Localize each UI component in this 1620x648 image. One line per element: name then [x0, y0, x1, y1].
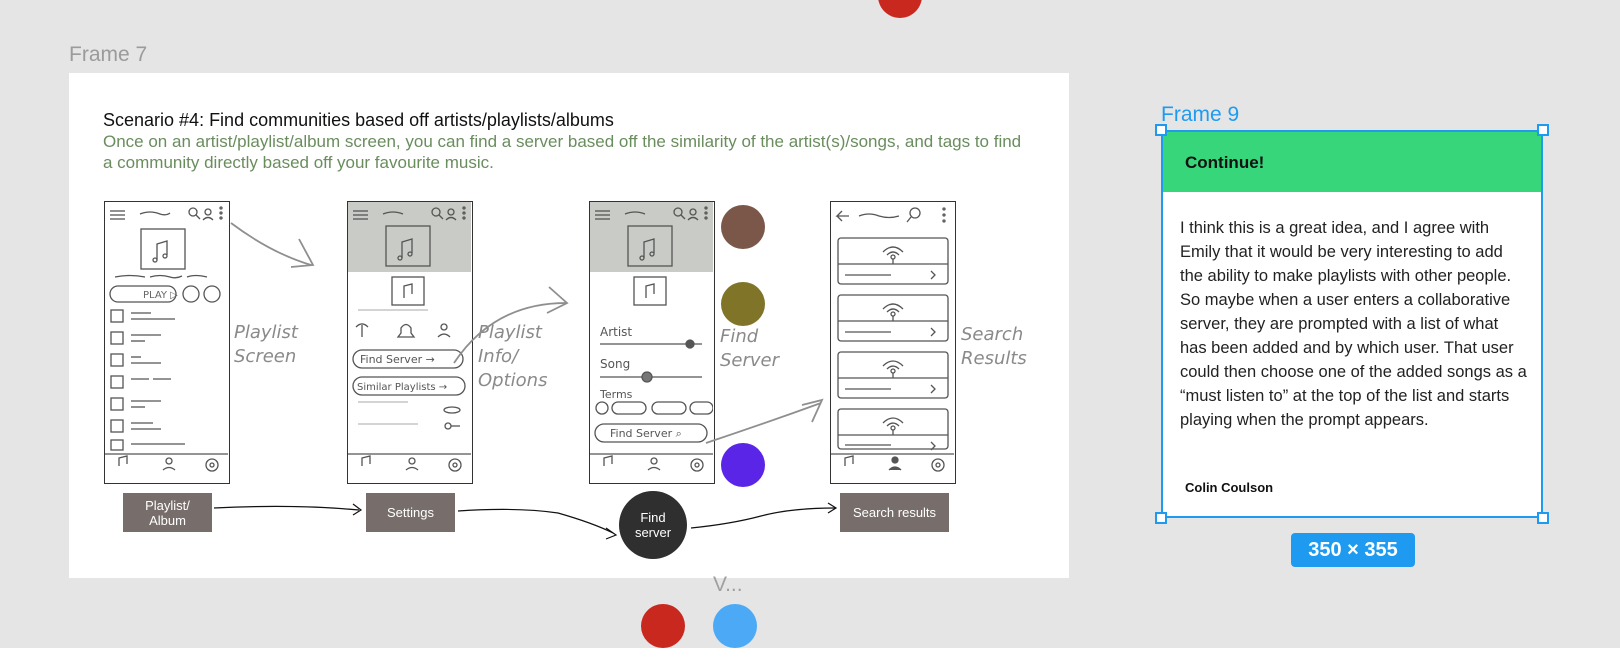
- sketch-label-playlist-screen: Playlist Screen: [234, 322, 298, 367]
- frame-9-label[interactable]: Frame 9: [1161, 103, 1240, 126]
- collaborator-cursor-red-top: [878, 0, 922, 18]
- collaborator-cursor-blue: [713, 604, 757, 648]
- collaborator-avatar-purple[interactable]: [721, 443, 765, 487]
- sketch-phone-playlist: PLAY ▷: [104, 201, 230, 484]
- frame-7-label[interactable]: Frame 7: [69, 43, 148, 66]
- find-server-sketch: Artist Song Terms Find Server ⌕: [590, 202, 714, 472]
- flow-circle-line2: server: [634, 525, 672, 540]
- sketch-phone-playlist-info: Find Server → Similar Playlists →: [347, 201, 473, 484]
- collapsed-frame-label[interactable]: V...: [713, 573, 743, 596]
- play-button-sketch: PLAY ▷: [143, 290, 178, 301]
- resize-handle-top-right[interactable]: [1537, 124, 1549, 136]
- collaborator-cursor-red: [641, 604, 685, 648]
- song-slider-label-sketch: Song: [600, 357, 630, 371]
- flow-box-playlist-album-line1: Playlist/: [145, 497, 190, 513]
- playlist-screen-sketch: PLAY ▷: [105, 206, 228, 472]
- find-server-button-sketch: Find Server →: [360, 353, 435, 366]
- collaborator-avatar-brown[interactable]: [721, 205, 765, 249]
- sketch-phone-find-server: Artist Song Terms Find Server ⌕: [589, 201, 715, 484]
- find-server-button-sketch-2: Find Server ⌕: [610, 427, 682, 440]
- flow-circle-line1: Find: [640, 510, 666, 525]
- terms-label-sketch: Terms: [599, 388, 633, 401]
- similar-playlists-button-sketch: Similar Playlists →: [357, 382, 447, 393]
- sketch-label-playlist-info: Playlist Info/ Options: [478, 322, 548, 391]
- search-results-sketch: [831, 207, 954, 472]
- sketch-arrows: [230, 222, 824, 444]
- flow-box-settings[interactable]: Settings: [366, 493, 455, 532]
- frame-9-comment-card[interactable]: Continue! I think this is a great idea, …: [1161, 130, 1543, 518]
- flow-box-playlist-album-line2: Album: [149, 512, 186, 528]
- flow-connectors: [213, 502, 838, 540]
- scenario-description: Once on an artist/playlist/album screen,…: [103, 132, 1022, 172]
- comment-header-title: Continue!: [1185, 153, 1265, 172]
- frame-7[interactable]: Scenario #4: Find communities based off …: [69, 73, 1069, 578]
- sketch-label-find-server: Find Server: [720, 326, 780, 371]
- comment-author: Colin Coulson: [1185, 480, 1274, 495]
- flow-box-search-results[interactable]: Search results: [840, 493, 949, 532]
- resize-handle-top-left[interactable]: [1155, 124, 1167, 136]
- resize-handle-bottom-right[interactable]: [1537, 512, 1549, 524]
- sketch-phone-search-results: [830, 201, 956, 484]
- playlist-info-sketch: Find Server → Similar Playlists →: [348, 202, 471, 472]
- collaborator-avatar-olive[interactable]: [721, 282, 765, 326]
- scenario-title: Scenario #4: Find communities based off …: [103, 110, 614, 130]
- flow-box-playlist-album[interactable]: Playlist/Album: [123, 493, 212, 532]
- comment-header: Continue!: [1163, 132, 1541, 192]
- resize-handle-bottom-left[interactable]: [1155, 512, 1167, 524]
- comment-body: I think this is a great idea, and I agre…: [1180, 219, 1527, 429]
- sketch-label-search-results: Search Results: [961, 324, 1027, 369]
- selection-size-badge: 350 × 355: [1291, 533, 1415, 567]
- artist-slider-label-sketch: Artist: [600, 325, 632, 339]
